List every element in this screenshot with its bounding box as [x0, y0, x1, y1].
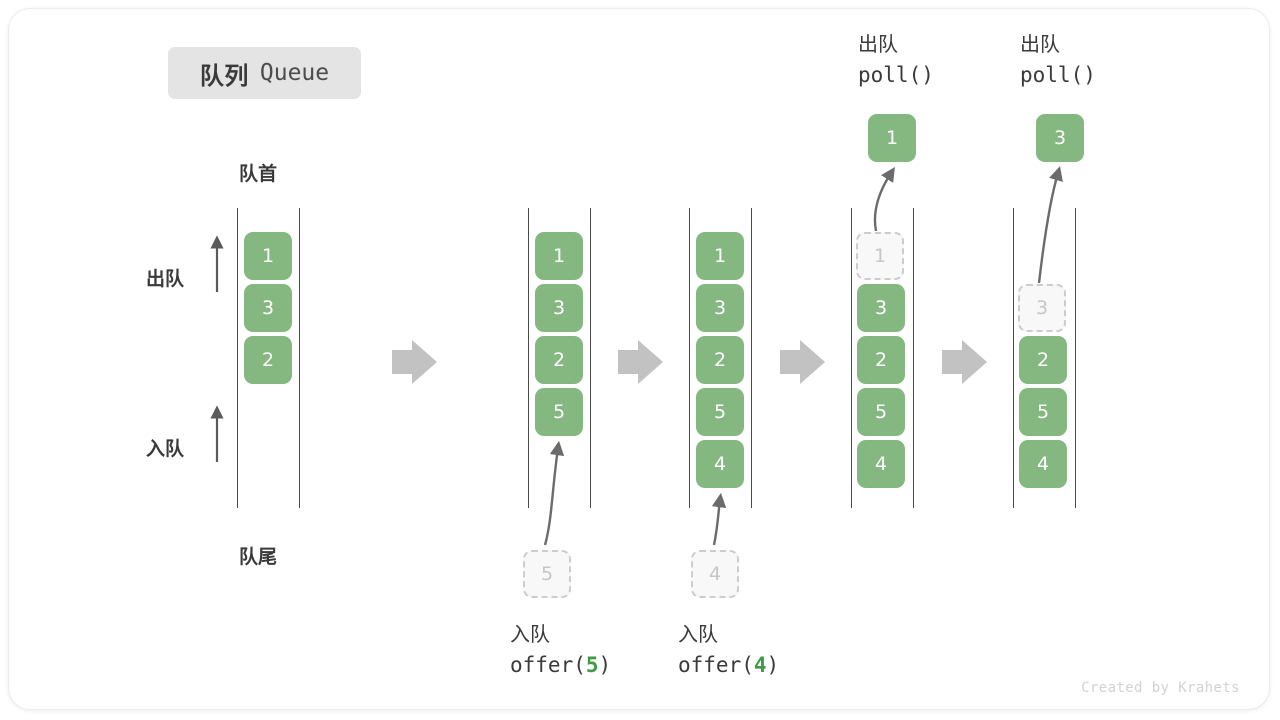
queue-element-new: 4 — [696, 440, 744, 488]
queue-element: 1 — [244, 232, 292, 280]
queue-rail-left-col4 — [851, 208, 852, 508]
queue-element: 2 — [857, 336, 905, 384]
queue-rail-left-col3 — [689, 208, 690, 508]
queue-rail-left-col5 — [1013, 208, 1014, 508]
queue-tail-label: 队尾 — [239, 546, 278, 568]
queue-element: 1 — [696, 232, 744, 280]
enqueue-side-label: 入队 — [146, 438, 185, 460]
poll-caption-2-cn: 出队 — [1020, 32, 1060, 56]
queue-element: 4 — [857, 440, 905, 488]
queue-element: 4 — [1019, 440, 1067, 488]
queue-rail-right-col2 — [590, 208, 591, 508]
queue-element: 5 — [696, 388, 744, 436]
removed-element-ghost: 3 — [1018, 284, 1066, 332]
queue-element: 2 — [535, 336, 583, 384]
queue-element-new: 5 — [535, 388, 583, 436]
offer-4-caption-cn: 入队 — [678, 622, 718, 646]
queue-element: 2 — [696, 336, 744, 384]
queue-rail-left-col1 — [237, 208, 238, 508]
offer-4-caption-code: offer(4) — [678, 652, 780, 677]
queue-head-label: 队首 — [239, 163, 278, 185]
offer-5-caption-cn: 入队 — [510, 622, 550, 646]
removed-element-ghost: 1 — [856, 232, 904, 280]
queue-element: 3 — [535, 284, 583, 332]
queue-element: 5 — [857, 388, 905, 436]
offer-4-caption: 入队 offer(4) — [678, 620, 779, 681]
poll-caption-2: 出队 poll() — [1020, 30, 1096, 91]
poll-caption-1-cn: 出队 — [858, 32, 898, 56]
queue-element: 1 — [535, 232, 583, 280]
title-english: Queue — [259, 60, 330, 86]
diagram-title-chip: 队列 Queue — [168, 47, 361, 99]
pending-element-ghost: 4 — [691, 550, 739, 598]
queue-rail-right-col3 — [751, 208, 752, 508]
queue-rail-right-col5 — [1075, 208, 1076, 508]
popped-element: 1 — [868, 114, 916, 162]
diagram-card — [8, 8, 1270, 710]
queue-element: 3 — [244, 284, 292, 332]
queue-rail-right-col4 — [913, 208, 914, 508]
pending-element-ghost: 5 — [523, 550, 571, 598]
poll-caption-1: 出队 poll() — [858, 30, 934, 91]
queue-rail-right-col1 — [299, 208, 300, 508]
queue-element: 3 — [857, 284, 905, 332]
queue-rail-left-col2 — [528, 208, 529, 508]
credit-text: Created by Krahets — [1081, 680, 1240, 696]
offer-5-caption: 入队 offer(5) — [510, 620, 611, 681]
dequeue-side-label: 出队 — [146, 268, 185, 290]
queue-element: 5 — [1019, 388, 1067, 436]
popped-element: 3 — [1036, 114, 1084, 162]
offer-5-caption-code: offer(5) — [510, 652, 612, 677]
queue-element: 2 — [244, 336, 292, 384]
title-chinese: 队列 — [199, 61, 249, 90]
queue-element: 2 — [1019, 336, 1067, 384]
poll-caption-1-code: poll() — [858, 62, 934, 87]
queue-element: 3 — [696, 284, 744, 332]
poll-caption-2-code: poll() — [1020, 62, 1096, 87]
